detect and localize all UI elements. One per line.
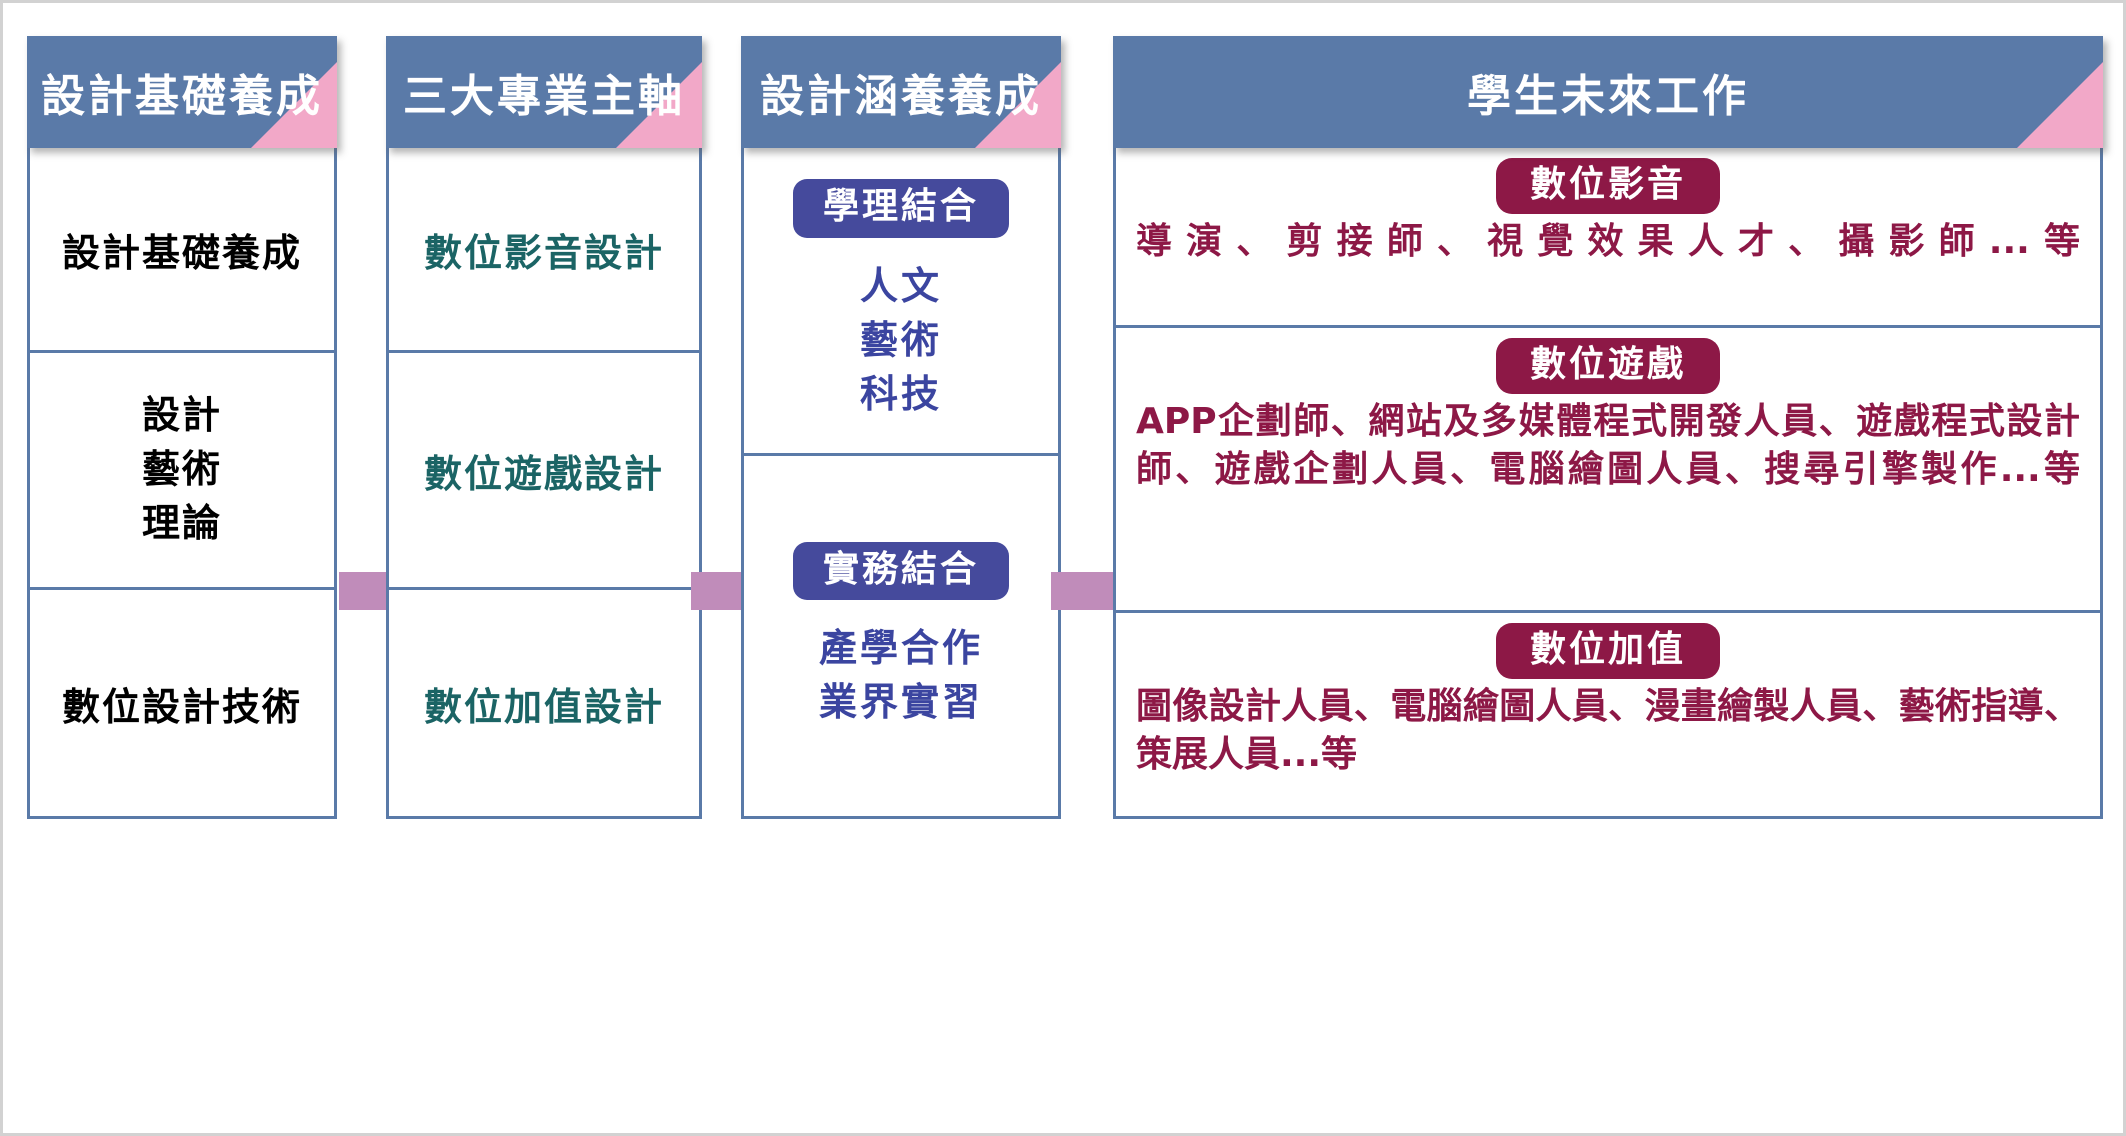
column-body-1: 設計基礎養成 設計 藝術 理論 數位設計技術 bbox=[27, 148, 337, 819]
cell-1-0: 設計基礎養成 bbox=[30, 148, 334, 353]
job-list-digital-av: 導演、剪接師、視覺效果人才、攝影師...等 bbox=[1136, 221, 2080, 263]
cell-2-2: 數位加值設計 bbox=[389, 590, 699, 816]
column-header-3: 設計涵養養成 bbox=[741, 36, 1061, 148]
column-body-4: 數位影音 導演、剪接師、視覺效果人才、攝影師...等 數位遊戲 APP企劃師、網… bbox=[1113, 148, 2103, 819]
cell-text-line: 設計 bbox=[141, 393, 222, 438]
badge-digital-value: 數位加值 bbox=[1495, 623, 1720, 680]
badge-wrap-digital-value: 數位加值 bbox=[1130, 623, 2086, 683]
corner-fold-icon bbox=[251, 62, 337, 148]
cell-3-0-lines: 人文 藝術 科技 bbox=[860, 260, 942, 422]
column-body-2: 數位影音設計 數位遊戲設計 數位加值設計 bbox=[386, 148, 702, 819]
column-header-1: 設計基礎養成 bbox=[27, 36, 337, 148]
cell-text-line: 人文 bbox=[859, 263, 942, 308]
flow-diagram: 設計基礎養成 設計基礎養成 設計 藝術 理論 數位設計技術 bbox=[3, 3, 2123, 1133]
cell-3-1: 實務結合 產學合作 業界實習 bbox=[744, 456, 1058, 816]
column-header-4: 學生未來工作 bbox=[1113, 36, 2103, 148]
badge-digital-game: 數位遊戲 bbox=[1495, 338, 1720, 395]
column-header-label-4: 學生未來工作 bbox=[1467, 71, 1749, 122]
column-header-label-2: 三大專業主軸 bbox=[403, 71, 685, 122]
cell-3-1-lines: 產學合作 業界實習 bbox=[819, 622, 983, 730]
column-three-majors: 三大專業主軸 數位影音設計 數位遊戲設計 數位加值設計 bbox=[386, 36, 702, 819]
corner-fold-icon bbox=[975, 62, 1061, 148]
cell-1-2: 數位設計技術 bbox=[30, 590, 334, 816]
column-design-foundation: 設計基礎養成 設計基礎養成 設計 藝術 理論 數位設計技術 bbox=[27, 36, 337, 819]
badge-digital-av: 數位影音 bbox=[1495, 158, 1720, 215]
cell-text: 設計基礎養成 bbox=[61, 230, 302, 275]
cell-2-1: 數位遊戲設計 bbox=[389, 353, 699, 590]
badge-wrap-digital-av: 數位影音 bbox=[1130, 158, 2086, 218]
cell-text: 數位遊戲設計 bbox=[423, 451, 664, 496]
corner-fold-icon bbox=[616, 62, 702, 148]
cell-text: 數位加值設計 bbox=[423, 684, 664, 729]
cell-text: 數位影音設計 bbox=[423, 230, 664, 275]
cell-text-line: 科技 bbox=[859, 371, 942, 416]
column-header-label-1: 設計基礎養成 bbox=[41, 71, 323, 122]
column-header-label-3: 設計涵養養成 bbox=[760, 71, 1042, 122]
cell-1-1: 設計 藝術 理論 bbox=[30, 353, 334, 590]
cell-4-1: 數位遊戲 APP企劃師、網站及多媒體程式開發人員、遊戲程式設計師、遊戲企劃人員、… bbox=[1116, 328, 2100, 613]
column-design-cultivation: 設計涵養養成 學理結合 人文 藝術 科技 實務結合 產學合作 業界實習 bbox=[741, 36, 1061, 819]
job-list-digital-value: 圖像設計人員、電腦繪圖人員、漫畫繪製人員、藝術指導、策展人員...等 bbox=[1136, 686, 2080, 776]
cell-4-0: 數位影音 導演、剪接師、視覺效果人才、攝影師...等 bbox=[1116, 148, 2100, 328]
badge-practical-integration: 實務結合 bbox=[792, 541, 1009, 601]
badge-wrap-digital-game: 數位遊戲 bbox=[1130, 338, 2086, 398]
cell-text-line: 產學合作 bbox=[818, 626, 983, 671]
column-body-3: 學理結合 人文 藝術 科技 實務結合 產學合作 業界實習 bbox=[741, 148, 1061, 819]
column-future-careers: 學生未來工作 數位影音 導演、剪接師、視覺效果人才、攝影師...等 數位遊戲 A… bbox=[1113, 36, 2103, 819]
cell-text-line: 藝術 bbox=[859, 317, 942, 362]
cell-text-line: 藝術 bbox=[141, 447, 222, 492]
cell-4-2: 數位加值 圖像設計人員、電腦繪圖人員、漫畫繪製人員、藝術指導、策展人員...等 bbox=[1116, 613, 2100, 816]
cell-2-0: 數位影音設計 bbox=[389, 148, 699, 353]
job-list-digital-game: APP企劃師、網站及多媒體程式開發人員、遊戲程式設計師、遊戲企劃人員、電腦繪圖人… bbox=[1136, 401, 2080, 491]
cell-3-0: 學理結合 人文 藝術 科技 bbox=[744, 148, 1058, 456]
cell-text-line: 業界實習 bbox=[818, 680, 983, 725]
badge-academic-integration: 學理結合 bbox=[792, 179, 1009, 238]
cell-text: 數位設計技術 bbox=[61, 684, 302, 729]
cell-text-line: 理論 bbox=[141, 500, 222, 545]
column-header-2: 三大專業主軸 bbox=[386, 36, 702, 148]
corner-fold-icon bbox=[2017, 62, 2103, 148]
